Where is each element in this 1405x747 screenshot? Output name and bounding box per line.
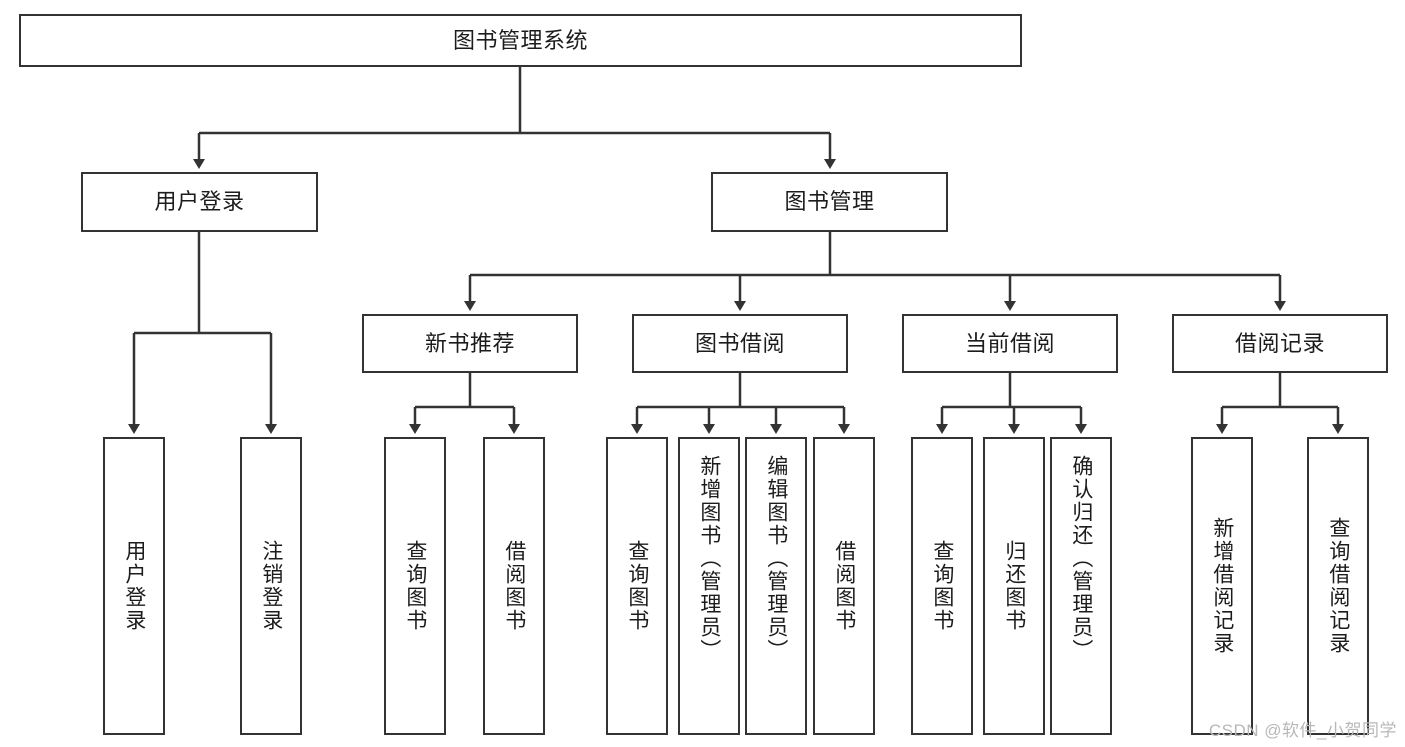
node-label: 当前借阅: [964, 330, 1055, 356]
node-label: 用户登录: [122, 540, 146, 632]
leaf-add-borrow-record[interactable]: 新增借阅记录: [1191, 437, 1253, 735]
leaf-user-login[interactable]: 用户登录: [103, 437, 165, 735]
node-label: 查询图书: [403, 540, 427, 632]
leaf-query-borrow-record[interactable]: 查询借阅记录: [1307, 437, 1369, 735]
node-label: 新增图书（管理员）: [697, 455, 721, 662]
node-label: 借阅图书: [502, 540, 526, 632]
node-label: 新增借阅记录: [1210, 517, 1234, 655]
node-label: 查询图书: [625, 540, 649, 632]
leaf-query-book-current[interactable]: 查询图书: [911, 437, 973, 735]
node-label: 注销登录: [259, 540, 283, 632]
node-label: 图书管理系统: [452, 27, 588, 53]
node-label: 编辑图书（管理员）: [764, 455, 788, 662]
leaf-query-book-borrow[interactable]: 查询图书: [606, 437, 668, 735]
node-label: 图书管理: [784, 189, 875, 215]
leaf-borrow-book[interactable]: 借阅图书: [813, 437, 875, 735]
node-current-borrow[interactable]: 当前借阅: [902, 314, 1118, 373]
leaf-return-book[interactable]: 归还图书: [983, 437, 1045, 735]
leaf-confirm-return-admin[interactable]: 确认归还（管理员）: [1050, 437, 1112, 735]
node-label: 图书借阅: [694, 330, 785, 356]
leaf-edit-book-admin[interactable]: 编辑图书（管理员）: [745, 437, 807, 735]
node-new-book-recommend[interactable]: 新书推荐: [362, 314, 578, 373]
leaf-logout[interactable]: 注销登录: [240, 437, 302, 735]
node-book-borrow[interactable]: 图书借阅: [632, 314, 848, 373]
node-label: 用户登录: [154, 189, 245, 215]
node-label: 查询借阅记录: [1326, 517, 1350, 655]
node-label: 借阅记录: [1234, 330, 1325, 356]
node-label: 新书推荐: [424, 330, 515, 356]
node-borrow-record[interactable]: 借阅记录: [1172, 314, 1388, 373]
leaf-query-book-newbook[interactable]: 查询图书: [384, 437, 446, 735]
watermark: CSDN @软件_小贺同学: [1208, 721, 1397, 740]
node-user-login[interactable]: 用户登录: [81, 172, 318, 232]
leaf-borrow-book-newbook[interactable]: 借阅图书: [483, 437, 545, 735]
node-label: 借阅图书: [832, 540, 856, 632]
node-root-system[interactable]: 图书管理系统: [19, 14, 1022, 67]
node-label: 确认归还（管理员）: [1069, 455, 1093, 662]
node-label: 查询图书: [930, 540, 954, 632]
node-book-management[interactable]: 图书管理: [711, 172, 948, 232]
node-label: 归还图书: [1002, 540, 1026, 632]
leaf-add-book-admin[interactable]: 新增图书（管理员）: [678, 437, 740, 735]
